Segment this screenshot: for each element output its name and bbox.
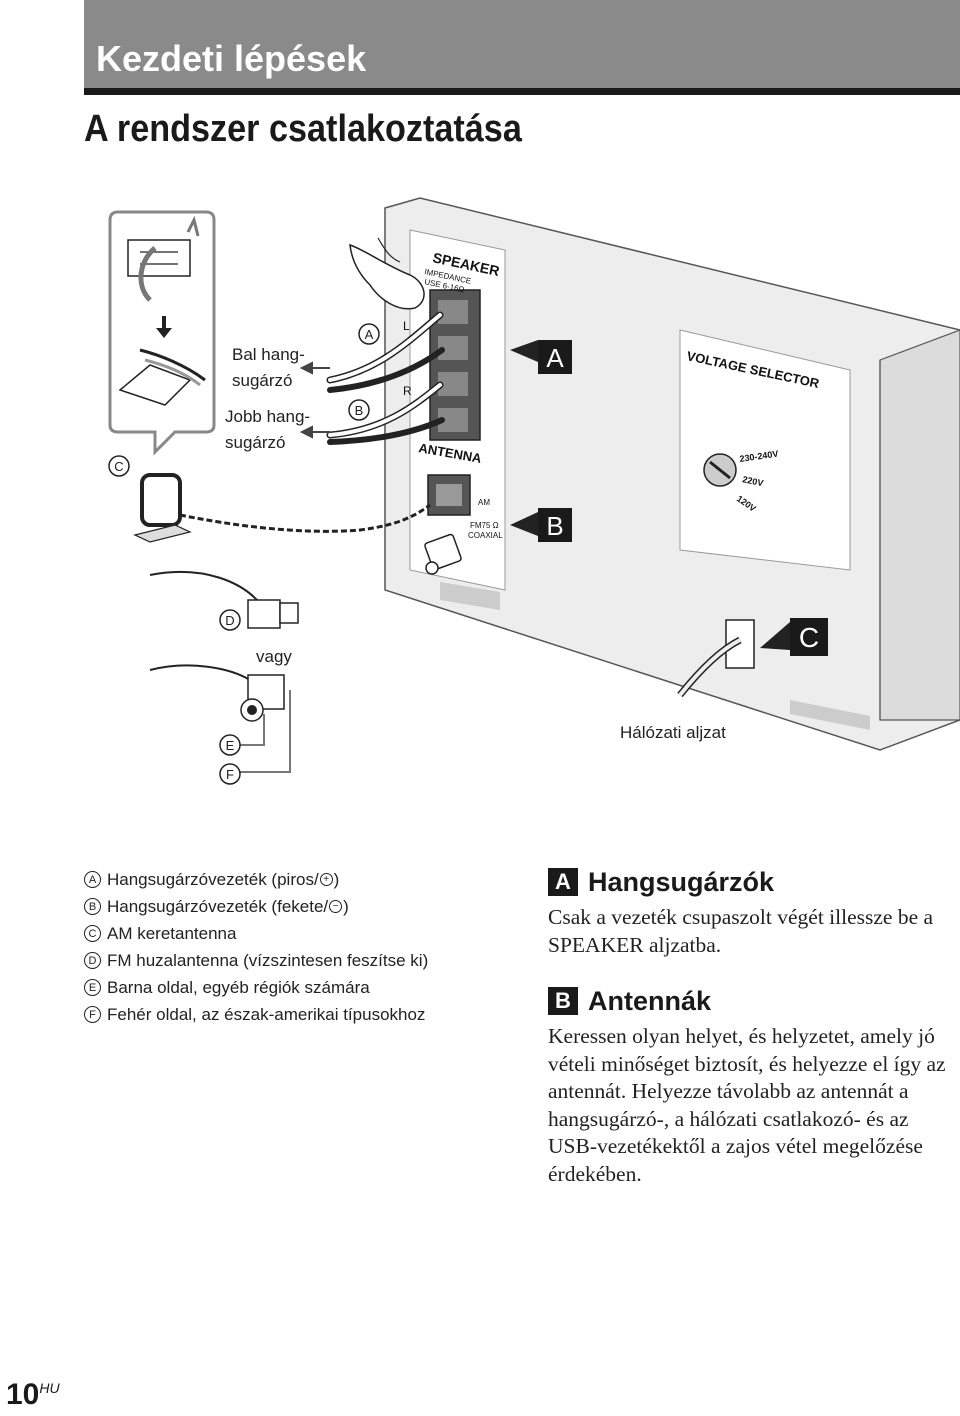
legend-item: C AM keretantenna — [84, 920, 524, 947]
box-callout-c: C — [760, 618, 828, 656]
bal-hangsugarzo-line1: Bal hang- — [232, 345, 305, 364]
circle-letter-a: A — [358, 323, 380, 345]
page-title: A rendszer csatlakoztatása — [84, 108, 522, 150]
header-bar — [84, 0, 960, 88]
am-antenna-callout — [108, 210, 216, 456]
coaxial-label: COAXIAL — [468, 531, 503, 540]
header-rule — [84, 88, 960, 95]
svg-text:B: B — [355, 403, 364, 418]
section-hangsugarzok: A Hangsugárzók Csak a vezeték csupaszolt… — [548, 866, 960, 959]
voltage-switch — [703, 453, 737, 487]
fm-wire-antenna — [149, 571, 299, 773]
svg-text:F: F — [226, 767, 234, 782]
legend-item: D FM huzalantenna (vízszintesen feszítse… — [84, 947, 524, 974]
jobb-hangsugarzo-line2: sugárzó — [225, 433, 285, 452]
label-arrows — [299, 361, 330, 439]
section-text: Csak a vezeték csupaszolt végét illessze… — [548, 905, 934, 957]
legend-list: A Hangsugárzóvezeték (piros/+) B Hangsug… — [84, 866, 524, 1028]
jobb-hangsugarzo-line1: Jobb hang- — [225, 407, 310, 426]
plus-icon: + — [319, 873, 333, 886]
connection-diagram: SPEAKER IMPEDANCE USE 6-16Ω L R ANTENNA … — [0, 190, 960, 810]
box-callout-a: A — [510, 340, 572, 374]
antenna-jack — [427, 474, 471, 516]
svg-text:C: C — [799, 622, 819, 653]
svg-text:A: A — [546, 343, 564, 373]
circle-letter-e: E — [219, 734, 241, 756]
speaker-terminal — [429, 289, 481, 441]
section-text: Keressen olyan helyet, és helyzetet, ame… — [548, 1024, 946, 1186]
legend-item: B Hangsugárzóvezeték (fekete/−) — [84, 893, 524, 920]
svg-text:C: C — [114, 459, 123, 474]
bal-hangsugarzo-line2: sugárzó — [232, 371, 292, 390]
vagy-label: vagy — [256, 647, 292, 666]
am-label: AM — [478, 498, 490, 507]
legend-item: A Hangsugárzóvezeték (piros/+) — [84, 866, 524, 893]
circle-letter-b: B — [348, 399, 370, 421]
terminal-r: R — [403, 384, 412, 398]
am-loop-antenna — [133, 473, 431, 543]
legend-item: F Fehér oldal, az észak-amerikai típusok… — [84, 1001, 524, 1028]
svg-text:B: B — [546, 511, 563, 541]
circle-letter-d: D — [219, 609, 241, 631]
fm-label: FM75 Ω — [470, 521, 499, 530]
speaker-wires — [326, 311, 445, 445]
halozati-aljzat-label: Hálózati aljzat — [620, 723, 726, 742]
section-antennak: B Antennák Keressen olyan helyet, és hel… — [548, 985, 960, 1188]
power-cord — [677, 619, 755, 698]
svg-text:E: E — [226, 738, 235, 753]
section-title: Kezdeti lépések — [96, 38, 367, 79]
section-letter-box: B — [548, 987, 578, 1015]
legend-item: E Barna oldal, egyéb régiók számára — [84, 974, 524, 1001]
svg-text:D: D — [225, 613, 234, 628]
section-heading: B Antennák — [548, 985, 960, 1017]
terminal-l: L — [403, 319, 410, 333]
v220-label: 220V — [742, 474, 765, 488]
section-heading: A Hangsugárzók — [548, 866, 960, 898]
circle-letter-c: C — [108, 455, 130, 477]
box-callout-b: B — [510, 508, 572, 542]
page-number: 10HU — [6, 1378, 60, 1411]
finger-illustration — [349, 237, 425, 310]
circle-letter-f: F — [219, 763, 241, 785]
section-letter-box: A — [548, 868, 578, 896]
unit-back-panel — [384, 197, 960, 751]
svg-text:A: A — [365, 327, 374, 342]
fm-plug — [424, 533, 462, 575]
minus-icon: − — [329, 900, 343, 913]
